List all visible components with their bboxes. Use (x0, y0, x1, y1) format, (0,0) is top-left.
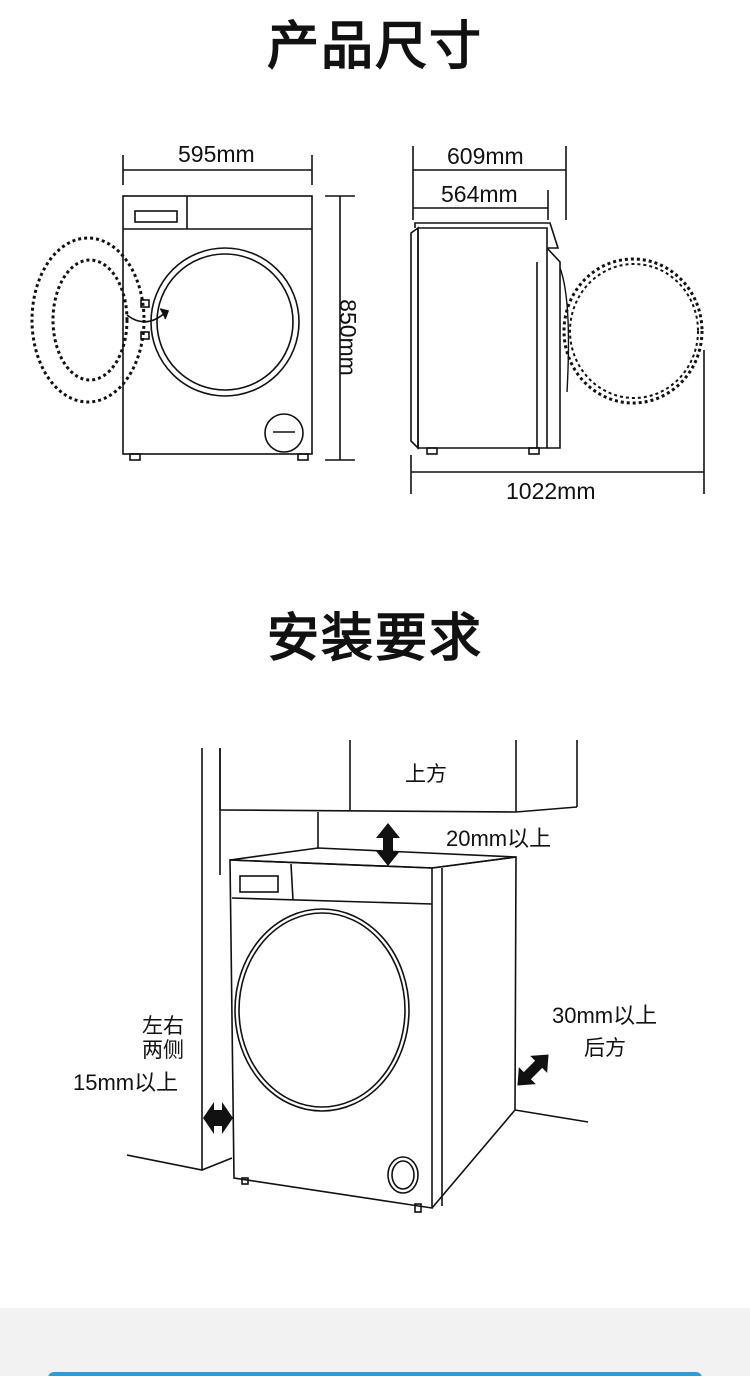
footer-band (0, 1308, 750, 1376)
top-clearance-arrow (376, 823, 400, 866)
side-area-label-2: 两侧 (142, 1039, 184, 1062)
footer-accent-bar (48, 1372, 702, 1376)
install-title: 安装要求 (266, 609, 483, 669)
width-label: 595mm (178, 141, 255, 167)
depth-body-label: 564mm (441, 181, 518, 207)
top-area-label: 上方 (405, 763, 447, 786)
dimensions-title: 产品尺寸 (266, 17, 483, 77)
side-clearance-label: 15mm以上 (73, 1070, 179, 1095)
installation-drawing (126, 740, 589, 1213)
dimension-drawing (30, 146, 705, 494)
top-clearance-label: 20mm以上 (446, 826, 552, 851)
side-wall (126, 748, 233, 1171)
back-clearance-arrow (517, 1054, 549, 1086)
back-clearance-label: 30mm以上 (552, 1003, 658, 1028)
back-area-label: 后方 (584, 1037, 626, 1060)
side-area-label-1: 左右 (142, 1015, 184, 1038)
side-clearance-arrow (203, 1102, 233, 1134)
depth-open-label: 1022mm (506, 478, 596, 504)
front-view-washer (30, 155, 355, 461)
height-label: 850mm (334, 299, 361, 376)
side-view-washer (410, 146, 705, 494)
depth-total-label: 609mm (447, 143, 524, 169)
washer-perspective (229, 847, 517, 1213)
